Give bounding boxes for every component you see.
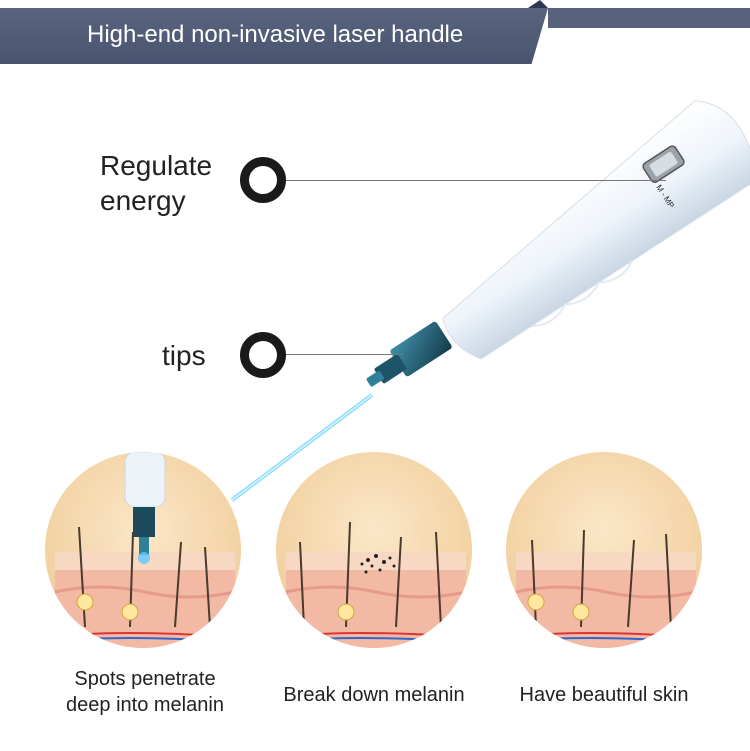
- step-circle-penetrate: [45, 452, 241, 648]
- step-caption-break-down: Break down melanin: [283, 684, 465, 706]
- callout-label-regulate-energy: Regulate energy: [100, 150, 213, 216]
- page-title: High-end non-invasive laser handle: [87, 21, 464, 48]
- callout-marker-tips: [240, 332, 286, 378]
- melanin-particles: [360, 554, 396, 574]
- step-caption-beautiful-skin: Have beautiful skin: [519, 684, 689, 706]
- callout-marker-regulate-energy: [240, 157, 286, 203]
- handle-body: [442, 100, 750, 360]
- header-banner: [0, 8, 548, 64]
- handle-tip: [366, 321, 452, 387]
- step-caption-penetrate: Spots penetrate deep into melanin: [66, 668, 224, 716]
- leader-line-regulate-energy: [286, 180, 666, 181]
- callout-label-tips: tips: [162, 340, 206, 371]
- banner-fold: [528, 0, 548, 8]
- step-circle-beautiful-skin: [506, 452, 702, 648]
- leader-line-tips: [286, 354, 404, 355]
- header-rule: [548, 8, 750, 28]
- step-circle-break-down: [276, 452, 472, 648]
